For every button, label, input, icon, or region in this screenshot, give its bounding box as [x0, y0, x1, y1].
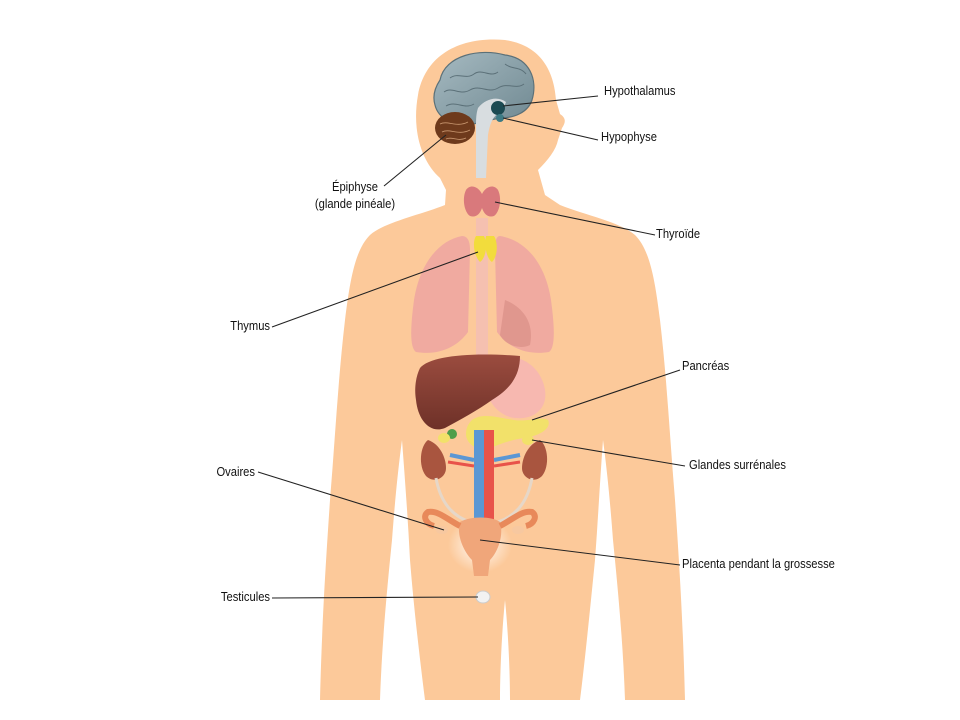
left-lung: [411, 236, 470, 353]
adrenal-right: [522, 435, 534, 445]
adrenal-left: [438, 433, 450, 443]
label-thymus: Thymus: [230, 318, 270, 333]
label-thyroide: Thyroïde: [656, 226, 701, 241]
leader-placenta: [479, 539, 681, 566]
testicules-gland: [475, 590, 491, 604]
label-pancreas: Pancréas: [682, 358, 730, 373]
leader-testicules: [271, 596, 479, 599]
leader-lines: [257, 95, 686, 599]
label-testicules: Testicules: [220, 589, 270, 604]
leader-thymus: [271, 251, 479, 328]
thyroid-gland: [463, 186, 501, 217]
leader-epiphyse: [383, 134, 447, 187]
hypothalamus-marker: [491, 101, 505, 115]
left-kidney: [420, 440, 446, 480]
hypophyse-marker: [496, 114, 504, 122]
leader-surrenales: [531, 439, 686, 467]
label-epiphyse-line2: (glande pinéale): [314, 196, 396, 211]
leader-thyroide: [494, 201, 656, 236]
label-hypothalamus: Hypothalamus: [604, 83, 676, 98]
aorta: [484, 430, 494, 530]
brain-folds: [443, 63, 527, 107]
brainstem: [476, 98, 506, 178]
leader-pancreas: [531, 369, 681, 421]
uterus: [458, 517, 502, 576]
label-placenta: Placenta pendant la grossesse: [682, 556, 835, 571]
leader-ovaires: [257, 471, 445, 531]
leader-hypophyse: [502, 117, 599, 141]
label-hypophyse: Hypophyse: [601, 129, 657, 144]
vena-cava: [474, 430, 484, 530]
ovary-left: [436, 526, 448, 534]
label-ovaires: Ovaires: [216, 464, 255, 479]
liver: [415, 354, 520, 430]
label-epiphyse-line1: Épiphyse: [331, 179, 378, 194]
ovary-right: [512, 526, 524, 534]
fallopian-right: [498, 508, 538, 529]
thymus-gland: [473, 236, 497, 262]
leader-hypothalamus: [502, 95, 599, 107]
right-kidney: [522, 440, 548, 480]
fallopian-left: [422, 508, 462, 529]
label-glandes-surrenales: Glandes surrénales: [689, 457, 786, 472]
